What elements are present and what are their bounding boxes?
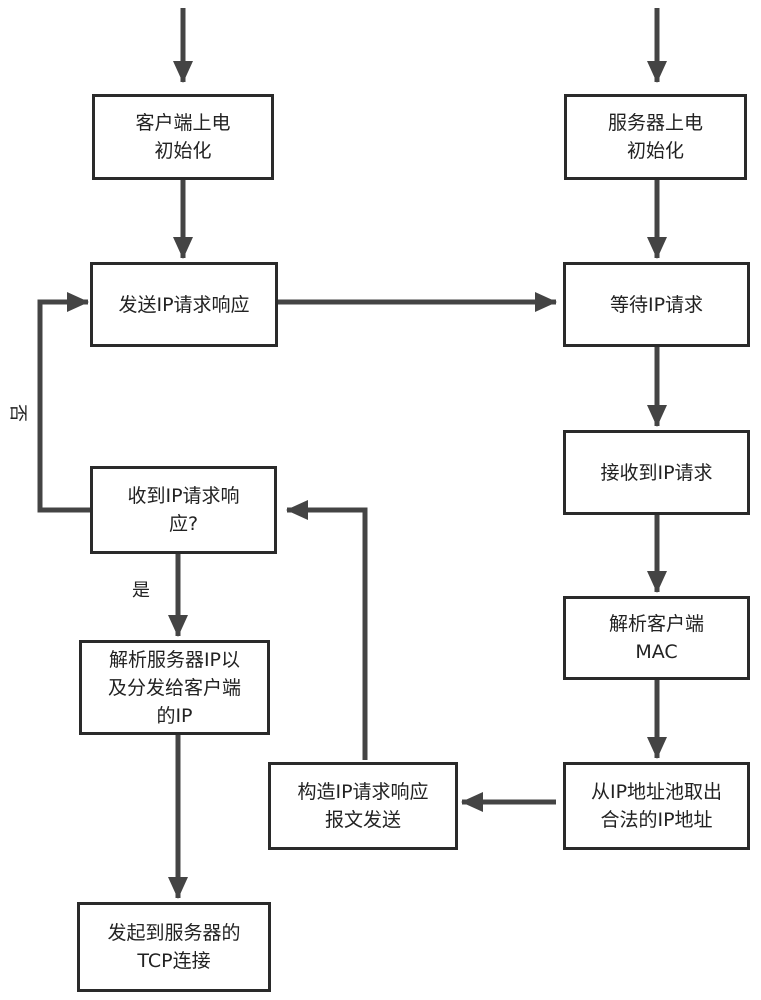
node-start-tcp-line2: TCP连接 (137, 950, 211, 972)
node-parse-client-mac-line1: 解析客户端 (608, 613, 704, 635)
node-received-response-check-line2: 应? (168, 513, 199, 535)
node-take-ip-from-pool-line1: 从IP地址池取出 (590, 781, 723, 803)
node-build-response-line1: 构造IP请求响应 (297, 781, 429, 803)
node-receive-ip-request: 接收到IP请求 (563, 430, 750, 515)
node-client-init-line2: 初始化 (154, 140, 212, 162)
node-parse-server-ip-line1: 解析服务器IP以 (108, 648, 241, 671)
node-server-init-line2: 初始化 (626, 140, 684, 162)
label-yes: 是 (132, 580, 150, 601)
node-client-init-line1: 客户端上电 (135, 112, 231, 134)
node-wait-ip-request: 等待IP请求 (563, 262, 750, 347)
node-send-ip-request-line1: 发送IP请求响应 (118, 293, 250, 316)
node-wait-ip-request-line1: 等待IP请求 (609, 293, 704, 316)
label-no: 否 (7, 404, 28, 422)
node-parse-client-mac: 解析客户端 MAC (563, 596, 750, 680)
node-parse-server-ip: 解析服务器IP以 及分发给客户端 的IP (79, 640, 270, 735)
node-take-ip-from-pool-line2: 合法的IP地址 (600, 809, 713, 831)
node-received-response-check-line1: 收到IP请求响 (127, 485, 240, 507)
node-server-init: 服务器上电 初始化 (564, 94, 747, 180)
node-start-tcp-line1: 发起到服务器的 (107, 922, 241, 944)
node-take-ip-from-pool: 从IP地址池取出 合法的IP地址 (563, 762, 750, 850)
node-send-ip-request: 发送IP请求响应 (90, 262, 278, 347)
node-client-init: 客户端上电 初始化 (92, 94, 274, 180)
node-receive-ip-request-line1: 接收到IP请求 (600, 461, 713, 484)
node-parse-server-ip-line2: 及分发给客户端 (107, 676, 241, 699)
node-server-init-line1: 服务器上电 (607, 112, 703, 134)
arrow-build-to-check (286, 500, 368, 760)
arrow-no-loop (37, 292, 90, 513)
node-build-response: 构造IP请求响应 报文发送 (268, 762, 458, 850)
node-start-tcp: 发起到服务器的 TCP连接 (77, 902, 271, 992)
node-build-response-line2: 报文发送 (324, 809, 401, 831)
node-parse-client-mac-line2: MAC (635, 641, 678, 663)
node-received-response-check: 收到IP请求响 应? (90, 466, 277, 554)
node-parse-server-ip-line3: 的IP (156, 704, 193, 727)
